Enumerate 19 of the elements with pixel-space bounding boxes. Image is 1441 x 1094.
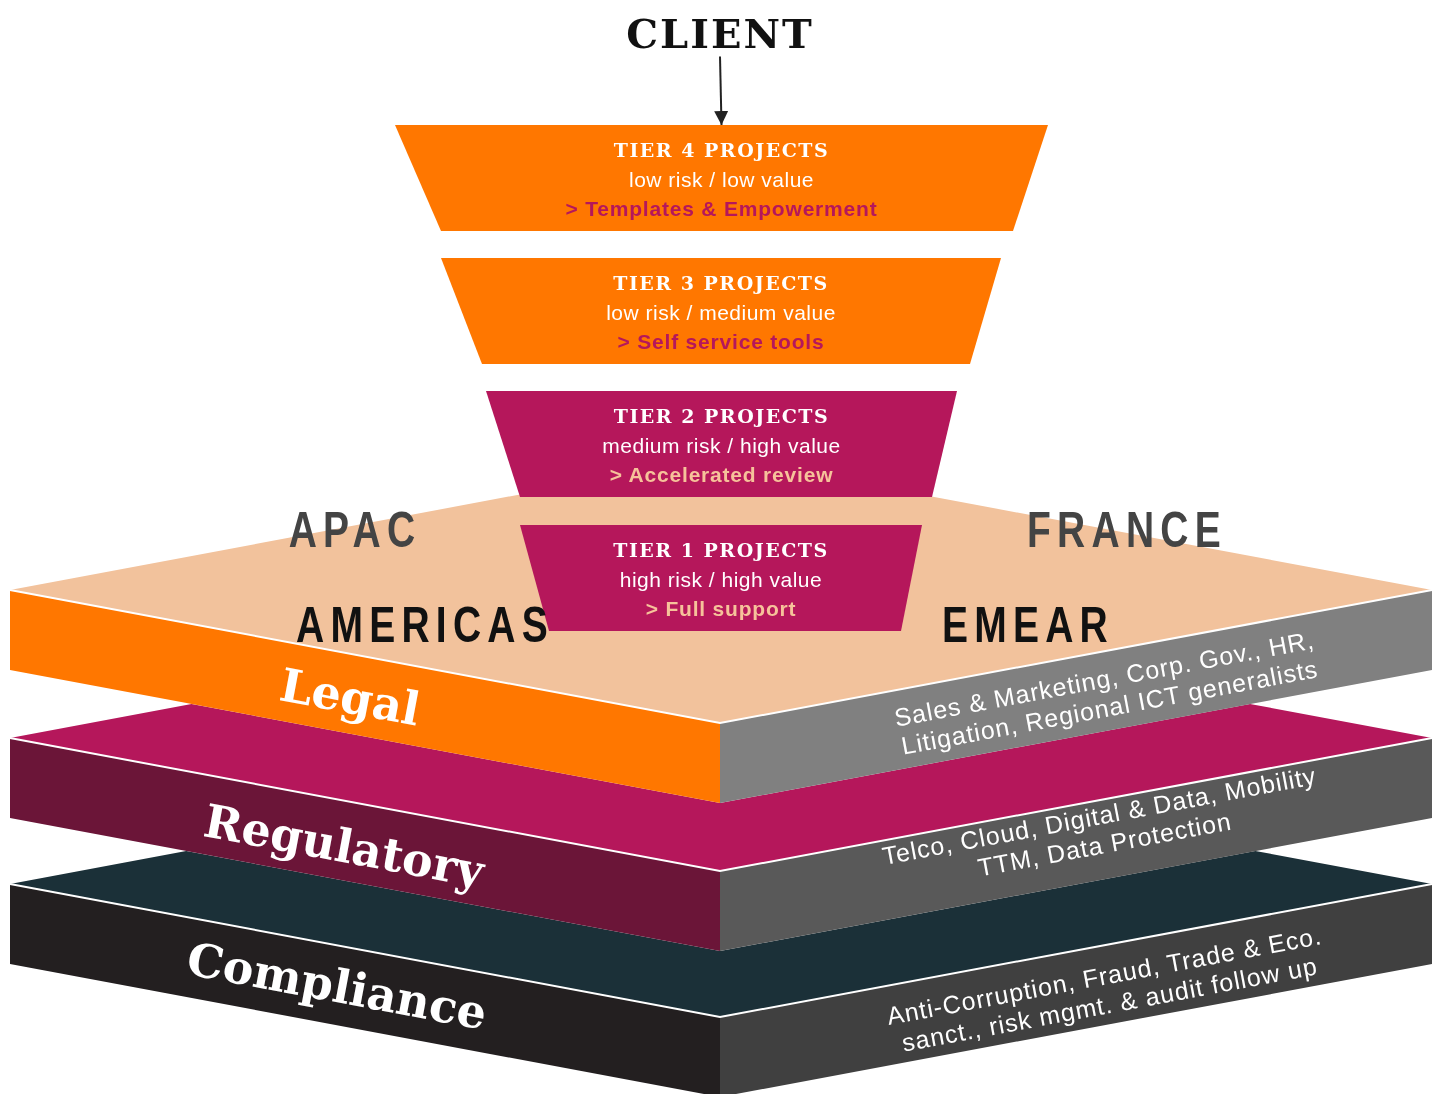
tier-service: > Self service tools: [617, 330, 825, 354]
tier-title: TIER 4 PROJECTS: [613, 139, 830, 161]
layer-name: Legal: [275, 657, 425, 737]
region-label: FRANCE: [1027, 501, 1227, 559]
arrow: [714, 55, 729, 126]
tier-service: > Full support: [645, 597, 797, 621]
tier-description: high risk / high value: [619, 568, 823, 592]
tier-title: TIER 2 PROJECTS: [613, 405, 830, 427]
tier-description: low risk / low value: [628, 168, 815, 192]
tier-title: TIER 3 PROJECTS: [613, 272, 829, 294]
tier-service: > Templates & Empowerment: [565, 197, 878, 221]
region-label: AMERICAS: [296, 596, 554, 654]
tier-service: > Accelerated review: [609, 463, 834, 487]
tier-description: medium risk / high value: [602, 434, 841, 458]
region-label: EMEAR: [941, 596, 1115, 654]
tier-description: low risk / medium value: [606, 301, 836, 325]
tier-title: TIER 1 PROJECTS: [613, 539, 829, 561]
layer-description: Telco, Cloud, Digital & Data, Mobility TTM, Data Protection: [879, 760, 1320, 884]
client-label: CLIENT: [626, 9, 814, 57]
